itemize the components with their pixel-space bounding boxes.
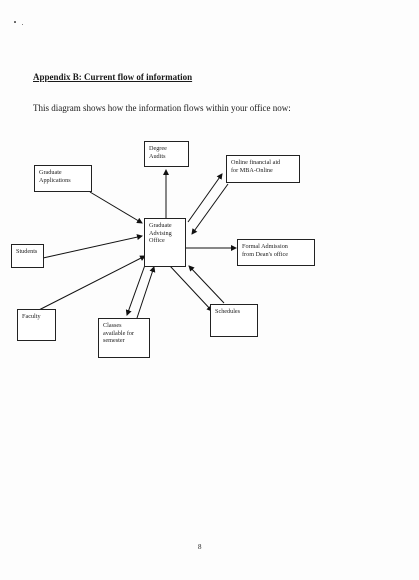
node-label-line: for MBA-Online: [231, 166, 273, 174]
node-label-line: Advising: [149, 229, 172, 237]
node-label-line: Formal Admission: [242, 243, 288, 250]
arrow-applications-to-office: [89, 191, 143, 224]
scan-speck: [22, 24, 23, 25]
node-label-line: Audits: [149, 152, 166, 160]
arrow-office-to-classes: [125, 264, 146, 316]
node-label-line: Applications: [39, 176, 71, 184]
node-label-line: Students: [16, 248, 38, 255]
arrow-classes-to-office: [136, 266, 156, 319]
node-label-line: Degree: [149, 145, 167, 152]
arrow-faculty-to-office: [32, 255, 146, 314]
node-students: Students: [11, 244, 44, 268]
arrow-students-to-office: [42, 234, 143, 259]
arrow-office-to-financial-aid: [187, 173, 223, 223]
page-number: 8: [198, 543, 202, 551]
node-label-line: available for: [103, 329, 135, 337]
node-label-line: Graduate: [39, 169, 62, 176]
node-label-line: Schedules: [215, 308, 241, 315]
scan-speck: [14, 21, 16, 23]
node-label-line: Graduate: [149, 222, 172, 229]
node-label-line: from Dean's office: [242, 250, 289, 258]
node-online-financial-aid: Online financial aid for MBA-Online: [226, 155, 300, 183]
node-classes-available: Classes available for semester: [98, 318, 150, 358]
arrow-financial-aid-to-office: [191, 183, 229, 235]
node-degree-audits: Degree Audits: [144, 141, 189, 167]
intro-text: This diagram shows how the information f…: [33, 103, 291, 113]
node-label-line: Office: [149, 237, 165, 244]
arrow-schedules-to-office: [188, 265, 225, 304]
node-graduate-advising-office: Graduate Advising Office: [144, 218, 186, 267]
node-graduate-applications: Graduate Applications: [34, 165, 92, 192]
node-formal-admission: Formal Admission from Dean's office: [237, 239, 315, 266]
node-label-line: semester: [103, 337, 125, 344]
node-label-line: Online financial aid: [231, 159, 281, 166]
arrow-office-to-schedules: [169, 265, 213, 312]
node-faculty: Faculty: [17, 309, 56, 341]
node-schedules: Schedules: [210, 304, 258, 337]
appendix-heading: Appendix B: Current flow of information: [33, 72, 193, 82]
node-label-line: Faculty: [22, 313, 41, 320]
node-label-line: Classes: [103, 322, 122, 329]
